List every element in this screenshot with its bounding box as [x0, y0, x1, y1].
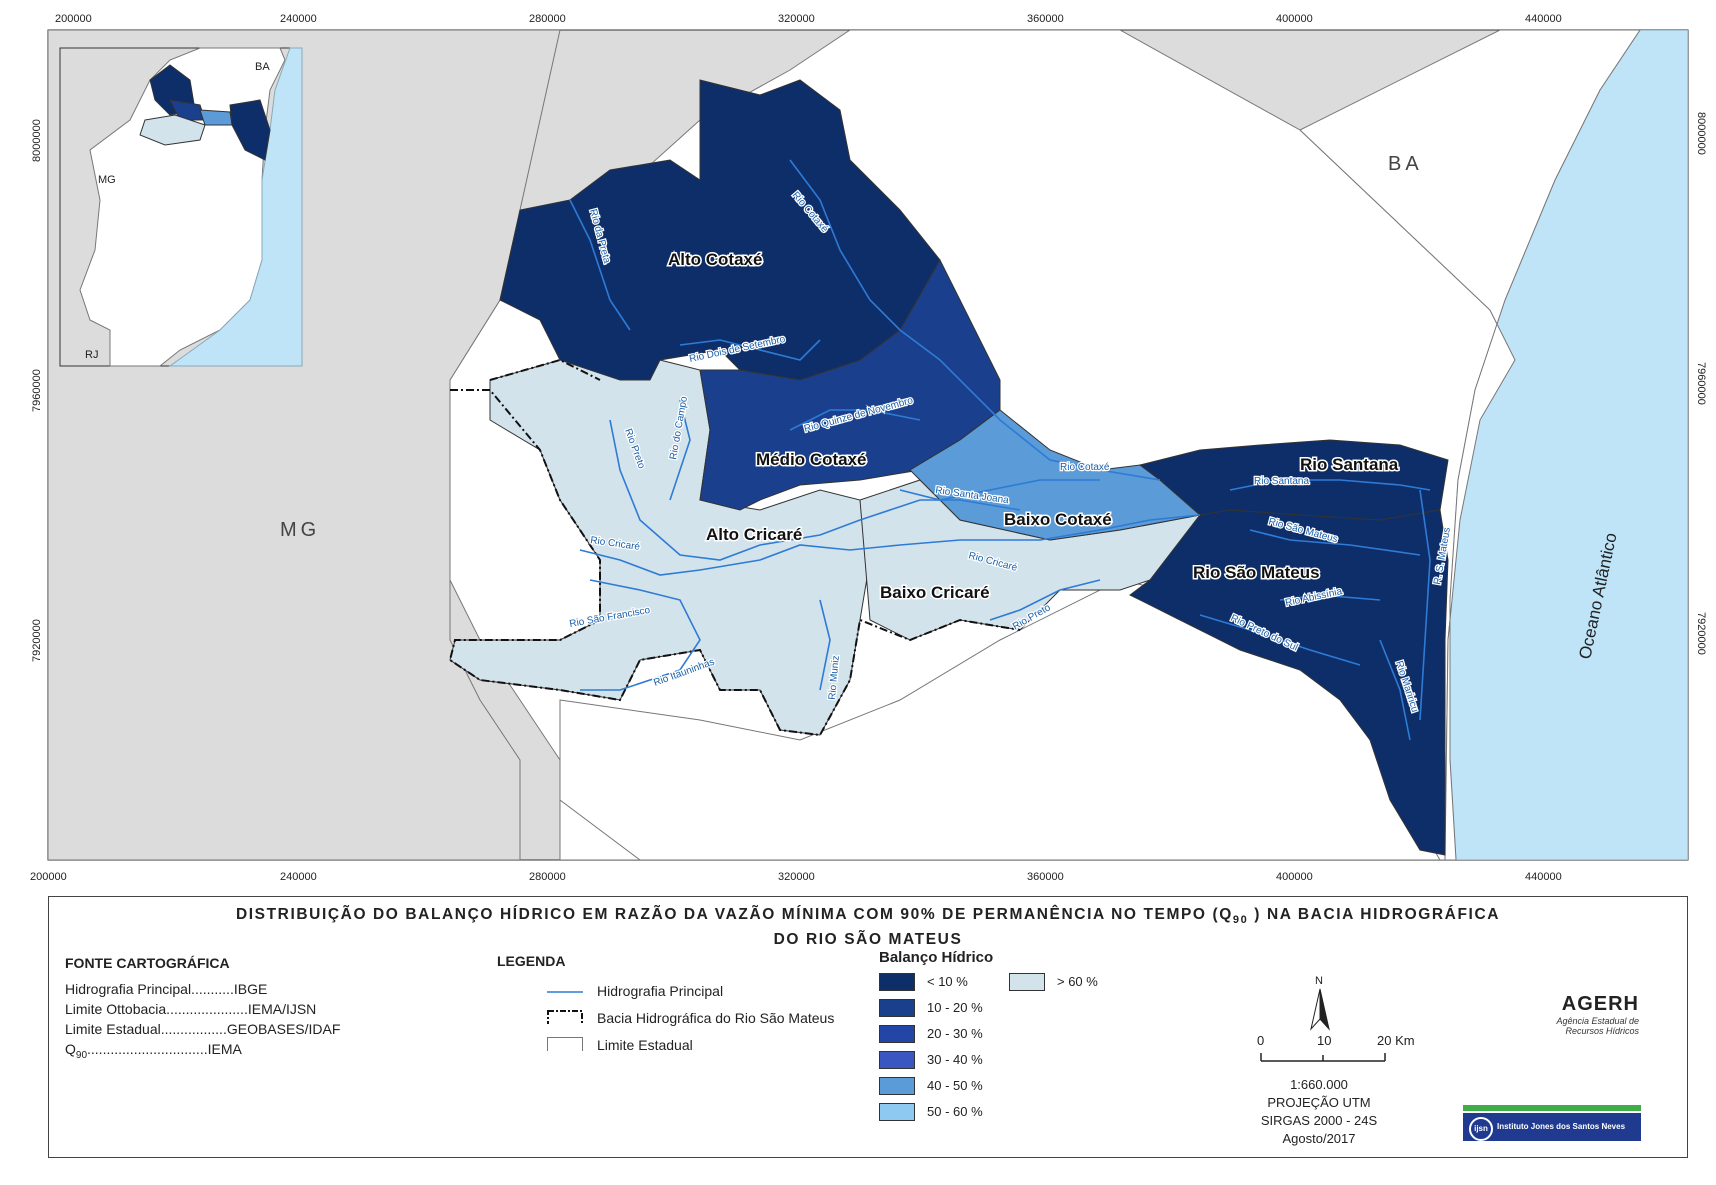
fonte-row: Limite Estadual.................GEOBASES… — [65, 1021, 341, 1037]
scale-bar-icon — [1260, 1053, 1386, 1062]
svg-text:200000: 200000 — [30, 871, 67, 883]
region-label-rio-santana: Rio Santana — [1300, 455, 1399, 474]
svg-text:400000: 400000 — [1276, 871, 1313, 883]
swatch-icon — [879, 1103, 915, 1121]
balanco-header: Balanço Hídrico — [879, 949, 994, 966]
fonte-row: Limite Ottobacia.....................IEM… — [65, 1001, 317, 1017]
region-label-baixo-cotaxe: Baixo Cotaxé — [1004, 510, 1112, 529]
svg-text:BA: BA — [255, 61, 270, 73]
basin-boundary-icon — [547, 1010, 583, 1024]
swatch-icon — [879, 1025, 915, 1043]
svg-text:320000: 320000 — [778, 13, 815, 25]
fonte-header: FONTE CARTOGRÁFICA — [65, 955, 230, 971]
state-boundary-icon — [547, 1037, 583, 1051]
river-line-icon — [547, 991, 583, 993]
swatch-icon — [879, 1077, 915, 1095]
state-label-mg: MG — [280, 519, 320, 541]
svg-text:7920000: 7920000 — [31, 619, 43, 662]
svg-text:360000: 360000 — [1027, 13, 1064, 25]
svg-text:440000: 440000 — [1525, 871, 1562, 883]
fonte-row-q90: Q90...............................IEMA — [65, 1041, 242, 1061]
svg-text:7960000: 7960000 — [1695, 362, 1707, 405]
inset-map: BA MG RJ — [59, 47, 303, 367]
map-date: Agosto/2017 — [1282, 1131, 1356, 1146]
svg-text:240000: 240000 — [280, 13, 317, 25]
scale-tick: 10 — [1317, 1033, 1332, 1048]
basin-outline — [448, 358, 1021, 737]
x-axis-bottom: 200000 240000 280000 320000 360000 40000… — [30, 871, 1562, 883]
svg-text:Rio Muniz: Rio Muniz — [827, 655, 842, 700]
region-label-alto-cricare: Alto Cricaré — [706, 525, 802, 544]
region-label-medio-cotaxe: Médio Cotaxé — [756, 450, 867, 469]
region-rio-sao-mateus — [1129, 509, 1449, 856]
region-label-rio-sao-mateus: Rio São Mateus — [1193, 563, 1320, 582]
svg-text:8000000: 8000000 — [31, 119, 43, 162]
svg-text:280000: 280000 — [529, 13, 566, 25]
scale-tick: 0 — [1257, 1033, 1265, 1048]
svg-text:280000: 280000 — [529, 871, 566, 883]
svg-text:360000: 360000 — [1027, 871, 1064, 883]
svg-text:Rio Santana: Rio Santana — [1254, 476, 1309, 487]
agerh-logo: AGERH Agência Estadual de Recursos Hídri… — [1556, 993, 1639, 1036]
svg-text:N: N — [1315, 975, 1323, 987]
state-label-ba: BA — [1388, 153, 1423, 175]
map: 200000 240000 280000 320000 360000 40000… — [30, 13, 1707, 883]
svg-text:RJ: RJ — [85, 349, 98, 361]
svg-text:440000: 440000 — [1525, 13, 1562, 25]
svg-text:320000: 320000 — [778, 871, 815, 883]
legenda-header: LEGENDA — [497, 953, 566, 969]
legend-item-hidrografia: Hidrografia Principal — [547, 983, 723, 999]
y-axis-left: 8000000 7960000 7920000 — [31, 119, 43, 662]
region-label-alto-cotaxe: Alto Cotaxé — [668, 250, 762, 269]
svg-text:MG: MG — [98, 174, 116, 186]
svg-text:7920000: 7920000 — [1695, 612, 1707, 655]
region-label-baixo-cricare: Baixo Cricaré — [880, 583, 990, 602]
region-alto-cotaxe — [499, 79, 941, 381]
map-title: DISTRIBUIÇÃO DO BALANÇO HÍDRICO EM RAZÃO… — [235, 906, 1501, 949]
swatch-icon — [879, 973, 915, 991]
svg-text:7960000: 7960000 — [31, 369, 43, 412]
legend-item-limite: Limite Estadual — [547, 1037, 693, 1053]
swatch-icon — [879, 1051, 915, 1069]
swatch-icon — [879, 999, 915, 1017]
ijsn-mark-icon: ijsn — [1469, 1117, 1493, 1141]
rivers — [569, 159, 1431, 741]
svg-text:Rio Cotaxé: Rio Cotaxé — [1060, 462, 1110, 473]
x-axis-top: 200000 240000 280000 320000 360000 40000… — [55, 13, 1562, 25]
north-arrow-icon: N — [1310, 975, 1330, 1031]
coastal-land — [1299, 30, 1641, 860]
swatch-icon — [1009, 973, 1045, 991]
scale-ratio: 1:660.000 — [1290, 1077, 1348, 1092]
fonte-row: Hidrografia Principal...........IBGE — [65, 981, 268, 997]
svg-text:200000: 200000 — [55, 13, 92, 25]
y-axis-right: 8000000 7960000 7920000 — [1695, 112, 1707, 655]
legend-item-bacia: Bacia Hidrográfica do Rio São Mateus — [547, 1010, 834, 1026]
datum: SIRGAS 2000 - 24S — [1260, 1113, 1378, 1128]
svg-text:240000: 240000 — [280, 871, 317, 883]
svg-text:400000: 400000 — [1276, 13, 1313, 25]
projection: PROJEÇÃO UTM — [1267, 1095, 1371, 1110]
ijsn-logo: ijsn Instituto Jones dos Santos Neves — [1463, 1113, 1641, 1141]
svg-text:8000000: 8000000 — [1695, 112, 1707, 155]
ijsn-logo-bar — [1463, 1105, 1641, 1111]
scale-tick: 20 Km — [1377, 1033, 1415, 1048]
legend-panel: DISTRIBUIÇÃO DO BALANÇO HÍDRICO EM RAZÃO… — [48, 896, 1688, 1158]
